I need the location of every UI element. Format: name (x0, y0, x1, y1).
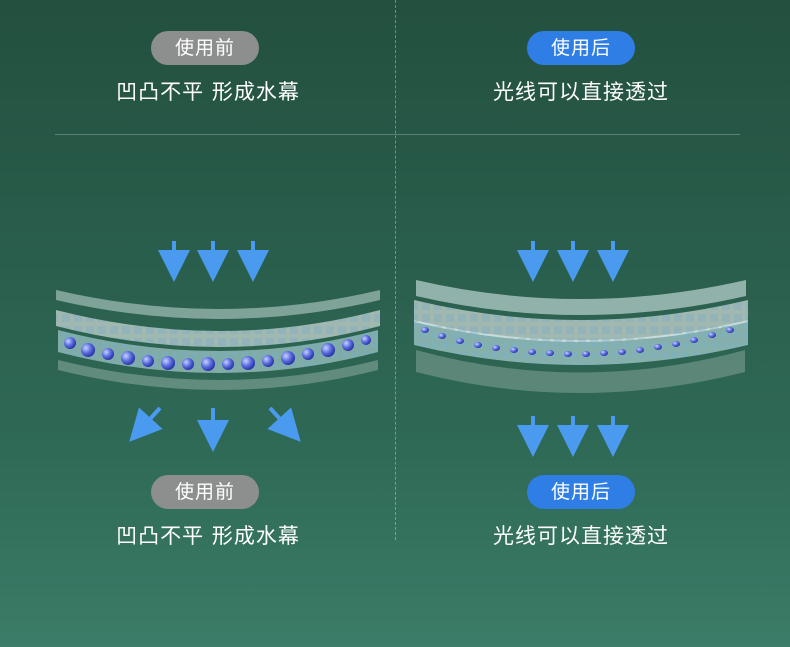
water-droplets-before (64, 335, 371, 371)
water-droplet-icon (342, 339, 354, 351)
water-droplet-icon (726, 327, 734, 333)
water-droplet-icon (654, 344, 662, 350)
water-droplet-icon (690, 337, 698, 343)
water-droplet-icon (182, 358, 194, 370)
water-droplet-icon (708, 332, 716, 338)
water-droplet-icon (161, 356, 175, 370)
caption-after-bottom: 光线可以直接透过 (493, 524, 669, 548)
water-droplet-icon (81, 343, 95, 357)
arrows-out-before (129, 406, 301, 452)
badge-before-bottom: 使用前 (151, 475, 259, 509)
water-droplet-icon (321, 343, 335, 357)
water-droplet-icon (241, 356, 255, 370)
water-droplet-icon (636, 347, 644, 353)
water-droplet-icon (262, 355, 274, 367)
arrow-down-left-icon (129, 406, 163, 442)
water-droplet-icon (142, 355, 154, 367)
water-droplet-icon (510, 347, 518, 353)
badge-after-bottom: 使用后 (527, 475, 635, 509)
water-droplet-icon (672, 341, 680, 347)
water-droplet-icon (222, 358, 234, 370)
water-droplet-icon (361, 335, 371, 345)
caption-before-bottom: 凹凸不平 形成水幕 (116, 524, 300, 548)
water-droplet-icon (564, 351, 572, 357)
water-droplet-icon (528, 349, 536, 355)
water-droplet-icon (546, 350, 554, 356)
arrow-down-right-icon (267, 406, 301, 442)
badge-before-top: 使用前 (151, 31, 259, 65)
film-layers-after (414, 280, 748, 393)
water-droplet-icon (421, 327, 429, 333)
arrows-in-before (158, 241, 269, 282)
water-droplet-icon (438, 333, 446, 339)
water-droplet-icon (582, 351, 590, 357)
water-droplet-icon (302, 348, 314, 360)
caption-before-top: 凹凸不平 形成水幕 (116, 80, 300, 104)
water-droplet-icon (64, 337, 76, 349)
badge-after-top: 使用后 (527, 31, 635, 65)
water-droplet-icon (456, 338, 464, 344)
water-droplet-icon (201, 357, 215, 371)
water-droplet-icon (618, 349, 626, 355)
caption-after-top: 光线可以直接透过 (493, 80, 669, 104)
water-droplet-icon (600, 350, 608, 356)
vertical-divider (395, 0, 396, 540)
water-droplet-icon (121, 351, 135, 365)
water-film-after (421, 327, 734, 357)
water-droplet-icon (492, 345, 500, 351)
arrows-in-after (517, 241, 629, 282)
water-droplet-icon (474, 342, 482, 348)
arrows-out-after (517, 416, 629, 457)
horizontal-divider (55, 134, 740, 135)
water-droplet-icon (281, 351, 295, 365)
film-layers-before (56, 290, 380, 390)
water-droplet-icon (102, 348, 114, 360)
